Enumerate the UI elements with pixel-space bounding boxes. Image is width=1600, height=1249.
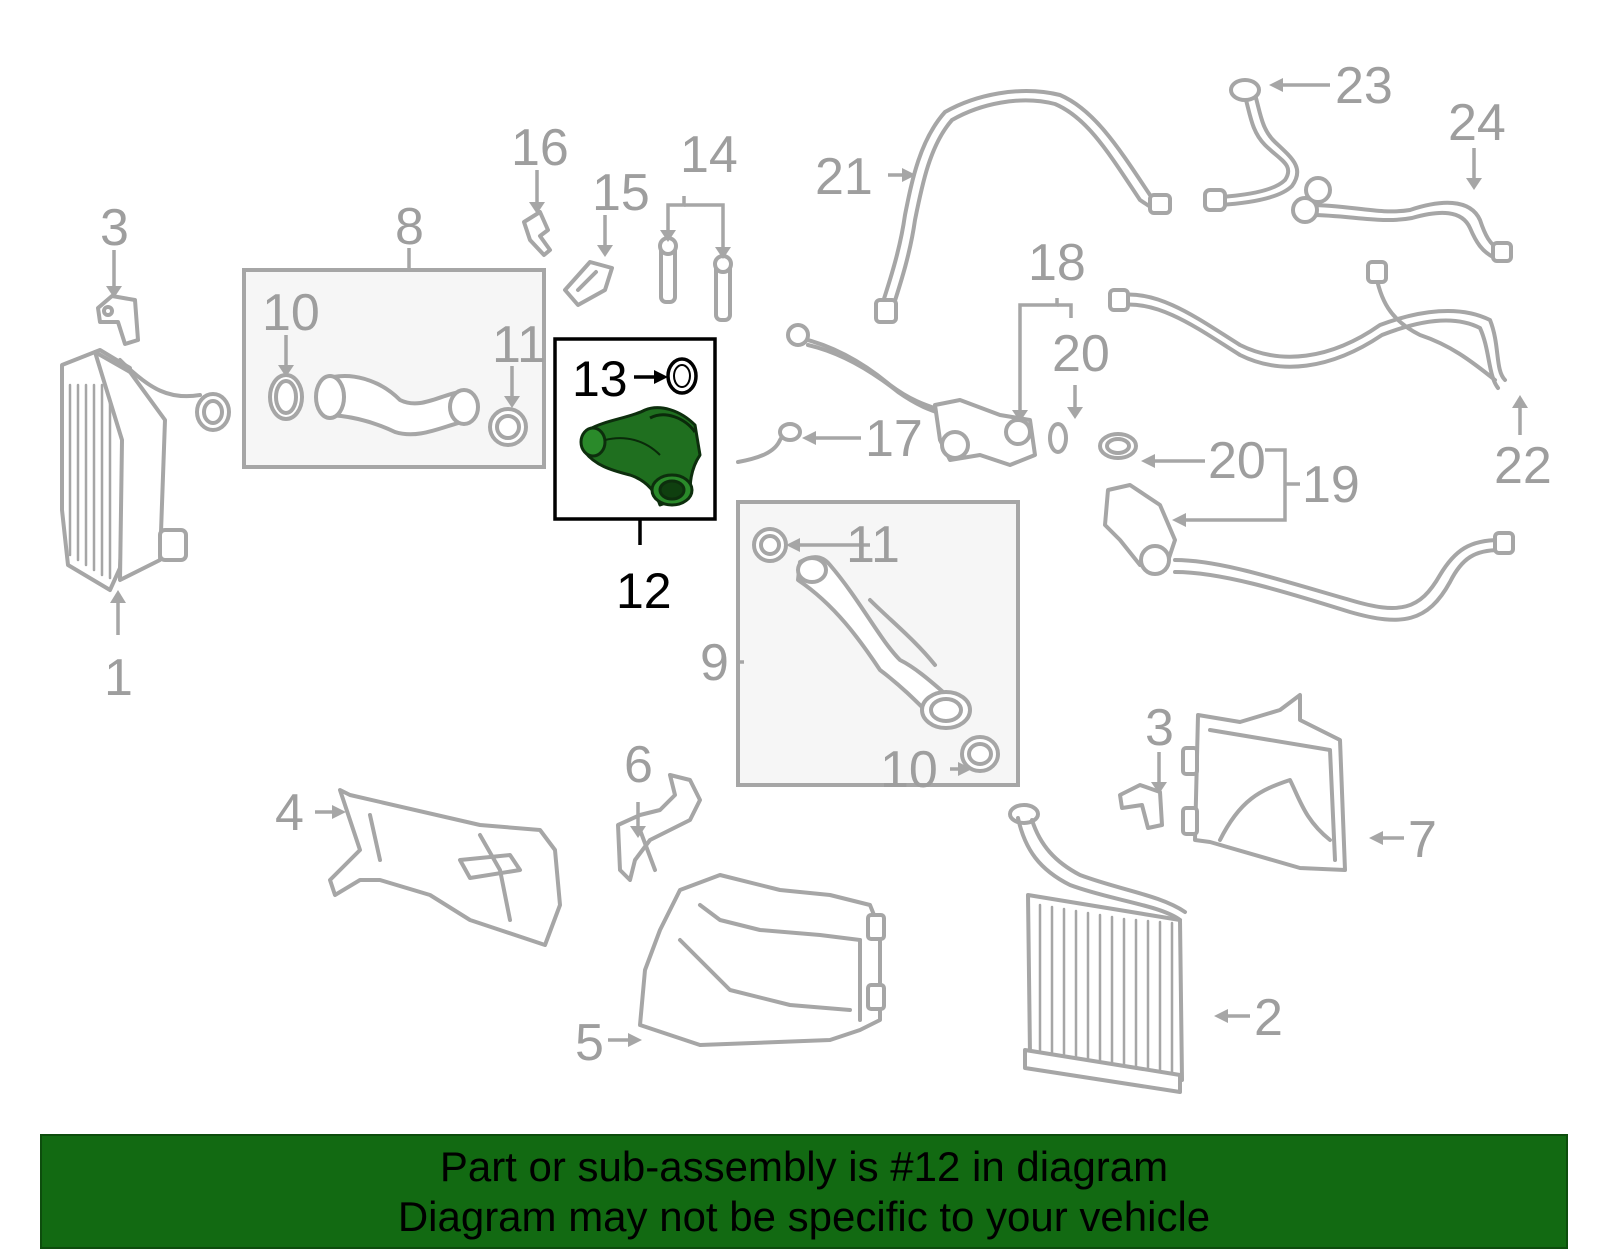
callout-16: 16 — [511, 119, 569, 177]
intercooler-left — [60, 348, 231, 592]
air-duct-4 — [328, 788, 562, 947]
callout-15: 15 — [592, 164, 650, 222]
callout-3-right: 3 — [1145, 699, 1174, 757]
hose-17 — [736, 422, 802, 464]
callout-22: 22 — [1494, 437, 1552, 495]
callout-21: 21 — [815, 148, 873, 206]
callout-17: 17 — [865, 410, 923, 468]
hose-24 — [1291, 176, 1513, 263]
hose-23 — [1203, 78, 1300, 212]
banner-line-2: Diagram may not be specific to your vehi… — [397, 1193, 1211, 1240]
intake-pipe-12 — [579, 406, 702, 507]
callout-11-box9: 11 — [846, 516, 900, 574]
hose-22 — [1108, 260, 1507, 390]
o-ring-13 — [666, 357, 698, 395]
hose-assembly-18 — [786, 323, 1068, 467]
callout-10-box8: 10 — [262, 284, 320, 342]
callout-20-upper: 20 — [1052, 325, 1110, 383]
valve-19 — [1098, 432, 1515, 622]
bracket-right — [1118, 783, 1164, 830]
callout-18: 18 — [1028, 234, 1086, 292]
kit-box-8 — [242, 268, 546, 469]
callout-4: 4 — [275, 784, 304, 842]
callout-12: 12 — [616, 563, 672, 619]
hose-21 — [874, 89, 1172, 324]
clip-15 — [563, 260, 614, 307]
callout-11-box8: 11 — [492, 316, 546, 374]
air-shroud-7 — [1181, 693, 1347, 872]
callout-10-box9: 10 — [880, 741, 938, 799]
pipe-9 — [752, 527, 1000, 773]
callout-19: 19 — [1302, 456, 1360, 514]
banner-line-1: Part or sub-assembly is #12 in diagram — [439, 1143, 1169, 1190]
info-banner: Part or sub-assembly is #12 in diagram D… — [40, 1134, 1568, 1249]
callout-8: 8 — [395, 198, 424, 256]
callout-1: 1 — [104, 649, 133, 707]
callout-13: 13 — [572, 351, 628, 407]
callout-3-left: 3 — [100, 199, 129, 257]
callout-7: 7 — [1408, 811, 1437, 869]
callout-6: 6 — [624, 736, 653, 794]
callout-labels: 3 1 8 10 11 16 15 14 13 12 9 11 10 17 21… — [100, 57, 1552, 1072]
callout-9: 9 — [700, 634, 729, 692]
callout-2: 2 — [1254, 989, 1283, 1047]
air-guide-6 — [616, 773, 702, 882]
callout-14: 14 — [680, 126, 738, 184]
intercooler-right — [1008, 803, 1187, 1094]
callout-23: 23 — [1335, 57, 1393, 115]
callout-20-lower: 20 — [1208, 432, 1266, 490]
callout-24: 24 — [1448, 94, 1506, 152]
bracket-left — [96, 294, 140, 346]
leader-lines — [106, 78, 1528, 1047]
push-rivet-16 — [522, 210, 552, 257]
air-duct-5 — [638, 873, 886, 1047]
pipe-8 — [268, 373, 528, 447]
callout-5: 5 — [575, 1014, 604, 1072]
